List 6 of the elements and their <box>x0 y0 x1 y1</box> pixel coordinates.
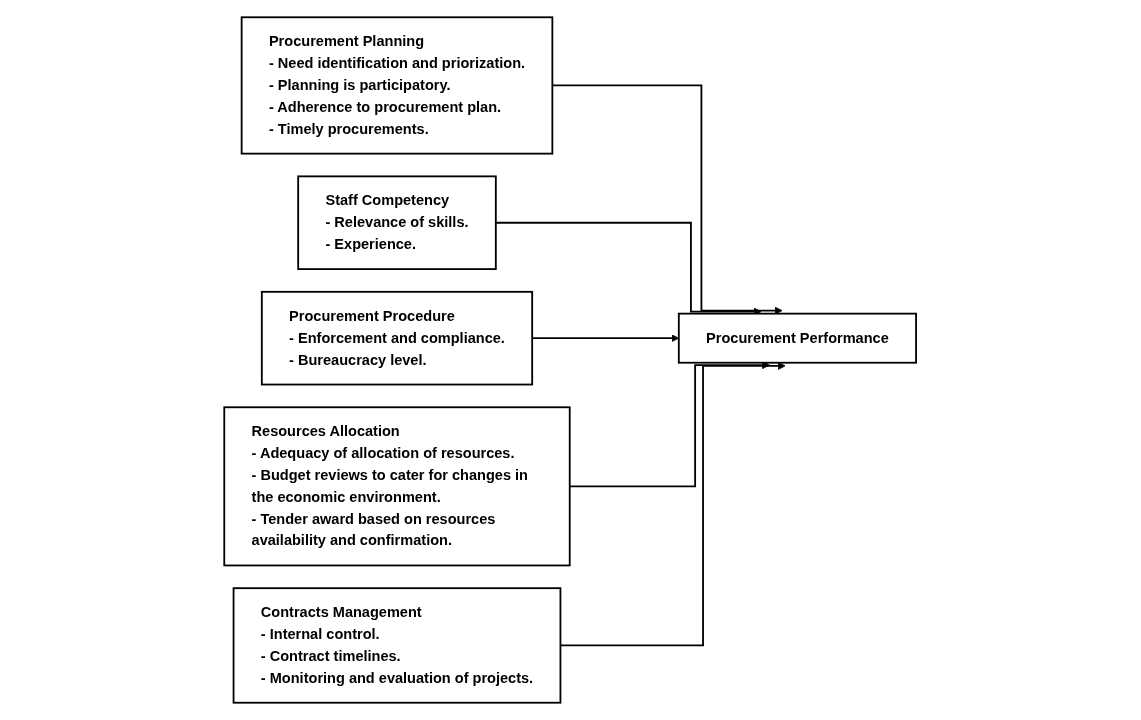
node-box: Resources Allocation - Adequacy of allocation of resources. - Budget reviews to cater for changes in the economic environment. - Tender award based on resources availability and confirmation. <box>223 406 571 567</box>
node-box: Staff Competency - Relevance of skills. - Experience. <box>297 175 498 270</box>
node-box: Contracts Management - Internal control. - Contract timelines. - Monitoring and evaluation of projects. <box>233 587 562 704</box>
node-box: Procurement Performance <box>678 312 918 364</box>
node-box: Procurement Planning - Need identification and priorization. - Planning is participatory. - Adherence to procurement plan. - Timely procurements. <box>241 16 554 155</box>
node-box: Procurement Procedure - Enforcement and compliance. - Bureaucracy level. <box>261 290 534 386</box>
